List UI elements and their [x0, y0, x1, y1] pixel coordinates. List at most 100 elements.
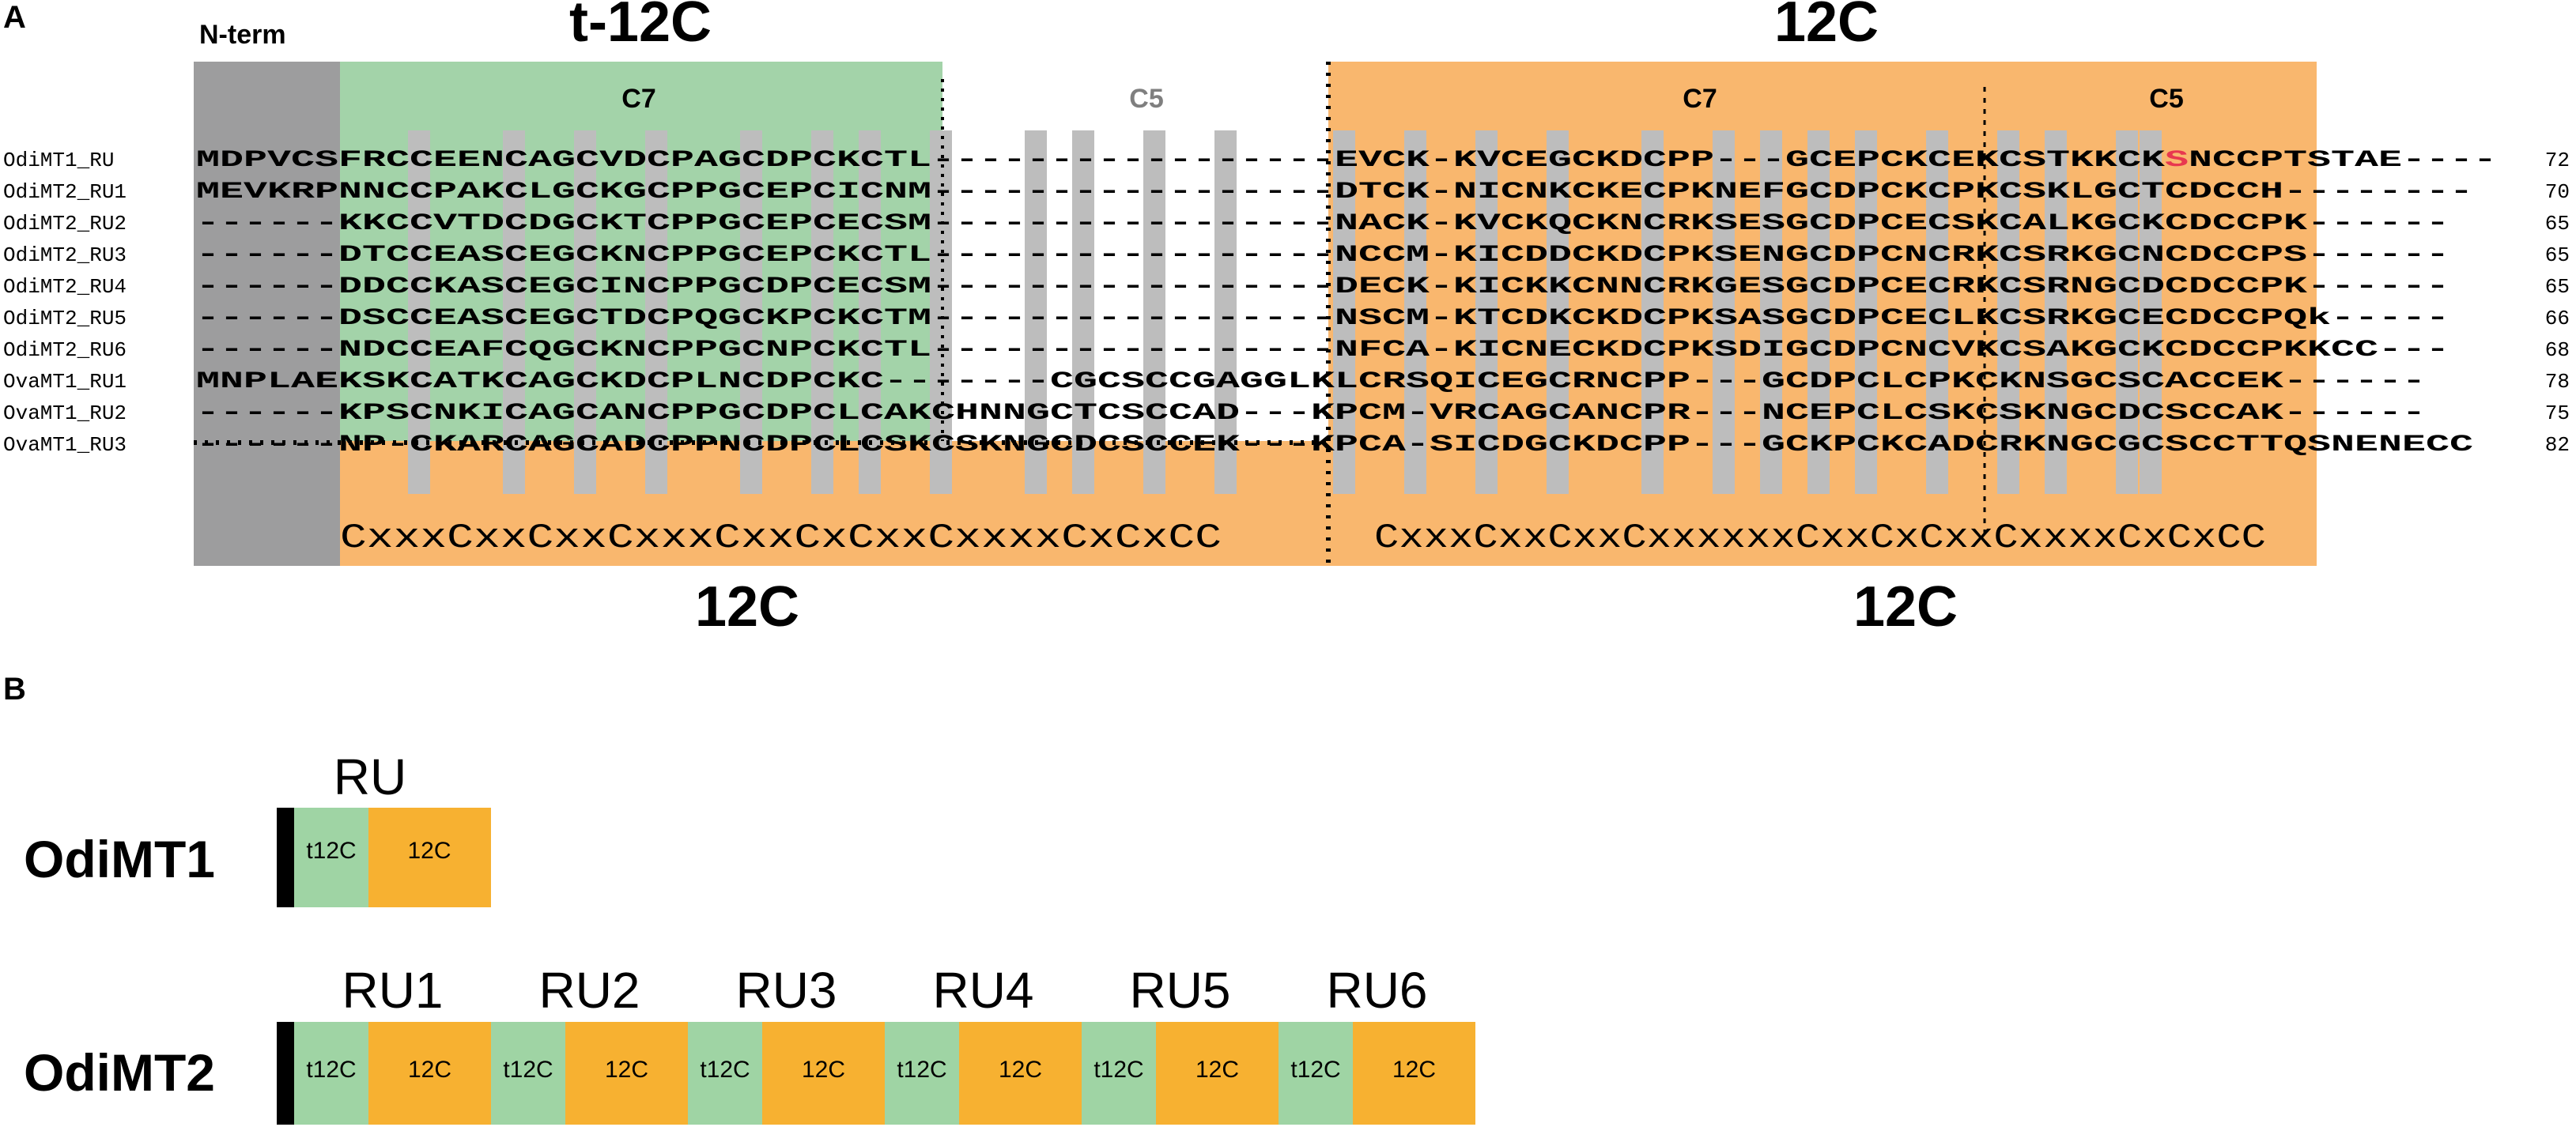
- odimt2-12c-box-5: [1156, 1022, 1279, 1125]
- cysteine-columns: [408, 130, 2162, 494]
- cys-column-14: [1404, 130, 1426, 494]
- sub-c7-left: C7: [621, 84, 655, 114]
- panel-a-label: A: [3, 0, 26, 35]
- row-length-7: 68: [2545, 338, 2570, 362]
- odimt1-name: OdiMT1: [24, 830, 215, 888]
- odimt2-ru-label-6: RU6: [1326, 962, 1427, 1019]
- header-nterm: N-term: [199, 20, 286, 50]
- cys-column-9: [1025, 130, 1047, 494]
- odimt2-ru-label-5: RU5: [1129, 962, 1230, 1019]
- row-name-8: OvaMT1_RU1: [3, 370, 127, 394]
- odimt2-t12c-label-3: t12C: [700, 1057, 750, 1083]
- row-name-7: OdiMT2_RU6: [3, 338, 127, 362]
- odimt2-t12c-box-3: [688, 1022, 762, 1125]
- row-sequence-5: ------DDCCKASCEGCINCPPGCDPCECSM---------…: [196, 273, 2449, 300]
- row-length-4: 65: [2545, 243, 2570, 267]
- odimt2-t12c-box-4: [885, 1022, 959, 1125]
- row-name-6: OdiMT2_RU5: [3, 307, 127, 330]
- odimt2-t12c-box-1: [294, 1022, 368, 1125]
- header-t12c: t-12C: [569, 0, 712, 54]
- odimt1-t12c-box: [294, 808, 368, 907]
- odimt1-nterm-bar: [277, 808, 294, 907]
- cys-column-26: [2140, 130, 2162, 494]
- row-name-9: OvaMT1_RU2: [3, 401, 127, 425]
- sub-c5-right: C5: [2149, 84, 2183, 114]
- cys-column-24: [2045, 130, 2067, 494]
- sub-c7-right: C7: [1683, 84, 1717, 114]
- sub-c5-mid: C5: [1129, 84, 1163, 114]
- odimt2-12c-label-3: 12C: [802, 1057, 845, 1083]
- odimt2-12c-box-1: [368, 1022, 491, 1125]
- cys-column-1: [408, 130, 430, 494]
- cys-column-22: [1926, 130, 1948, 494]
- odimt1-12c-box: [368, 808, 491, 907]
- odimt2-t12c-label-2: t12C: [503, 1057, 553, 1083]
- cys-column-3: [574, 130, 596, 494]
- odimt2-t12c-box-6: [1279, 1022, 1353, 1125]
- cys-column-19: [1760, 130, 1782, 494]
- cys-column-8: [930, 130, 952, 494]
- row-name-5: OdiMT2_RU4: [3, 275, 127, 299]
- cys-column-10: [1072, 130, 1094, 494]
- odimt2-t12c-label-6: t12C: [1290, 1057, 1340, 1083]
- c5-mid-white: [942, 62, 1328, 441]
- cys-column-15: [1475, 130, 1498, 494]
- cys-column-13: [1333, 130, 1355, 494]
- cys-column-4: [645, 130, 667, 494]
- row-sequence-9: ------KPSCNKICAGCANCPPGCDPCLCAKCHNNGCTCS…: [196, 400, 2426, 427]
- cys-column-23: [1997, 130, 2019, 494]
- cys-column-11: [1143, 130, 1165, 494]
- row-sequence-3: ------KKCCVTDCDGCKTCPPGCEPCECSM---------…: [196, 210, 2449, 237]
- nterm-block: [194, 62, 340, 566]
- cys-column-7: [859, 130, 881, 494]
- cys-column-25: [2116, 130, 2138, 494]
- row-length-9: 75: [2545, 401, 2570, 425]
- row-sequence-2: MEVKRPNNCCPAKCLGCKGCPPGCEPCICNM---------…: [196, 179, 2473, 205]
- odimt1-12c-label: 12C: [407, 838, 451, 864]
- cys-column-12: [1214, 130, 1237, 494]
- row-sequence-4: ------DTCCEASCEGCKNCPPGCEPCKCTL---------…: [196, 242, 2449, 269]
- odimt2-12c-box-6: [1353, 1022, 1475, 1125]
- odimt2-t12c-box-5: [1082, 1022, 1156, 1125]
- odimt2-12c-label-1: 12C: [408, 1057, 451, 1083]
- cys-column-20: [1807, 130, 1830, 494]
- odimt2-12c-label-2: 12C: [605, 1057, 648, 1083]
- row-length-1: 72: [2545, 149, 2570, 172]
- odimt2-12c-label-6: 12C: [1392, 1057, 1436, 1083]
- row-name-4: OdiMT2_RU3: [3, 243, 127, 267]
- odimt2-nterm-bar: [277, 1022, 294, 1125]
- row-length-8: 78: [2545, 370, 2570, 394]
- row-name-3: OdiMT2_RU2: [3, 212, 127, 236]
- cys-column-2: [503, 130, 525, 494]
- bottom-12c-left: 12C: [695, 575, 799, 639]
- header-12c-top: 12C: [1774, 0, 1879, 54]
- cys-column-21: [1855, 130, 1877, 494]
- panel-b-label: B: [3, 672, 26, 707]
- row-length-3: 65: [2545, 212, 2570, 236]
- odimt2-12c-box-3: [762, 1022, 885, 1125]
- cys-column-16: [1547, 130, 1569, 494]
- bottom-12c-right: 12C: [1853, 575, 1958, 639]
- row-name-2: OdiMT2_RU1: [3, 180, 127, 204]
- odimt2-ru-label-3: RU3: [735, 962, 837, 1019]
- row-name-1: OdiMT1_RU: [3, 149, 114, 172]
- odimt2-t12c-label-1: t12C: [306, 1057, 356, 1083]
- odimt1-ru-label: RU: [334, 748, 406, 805]
- row-length-2: 70: [2545, 180, 2570, 204]
- odimt2-12c-box-2: [565, 1022, 688, 1125]
- t12c-green-block: [340, 62, 942, 441]
- cys-column-17: [1641, 130, 1664, 494]
- motif-right: CxxxCxxCxxCxxxxxxCxxCxCxxCxxxxCxCxCC: [1374, 518, 2266, 558]
- cys-column-18: [1713, 130, 1735, 494]
- row-name-10: OvaMT1_RU3: [3, 433, 127, 457]
- odimt2-ru-label-2: RU2: [538, 962, 640, 1019]
- odimt2-12c-box-4: [959, 1022, 1082, 1125]
- row-sequence-7: ------NDCCEAFCQGCKNCPPGCNPCKCTL---------…: [196, 337, 2449, 364]
- odimt2-12c-label-5: 12C: [1195, 1057, 1239, 1083]
- odimt2-name: OdiMT2: [24, 1043, 215, 1102]
- odimt1-t12c-label: t12C: [306, 838, 356, 864]
- row-length-6: 66: [2545, 307, 2570, 330]
- row-sequence-10: ------NP-CKARCAGCADCPPNCDPCLCSKCSKNGCDCS…: [196, 432, 2473, 458]
